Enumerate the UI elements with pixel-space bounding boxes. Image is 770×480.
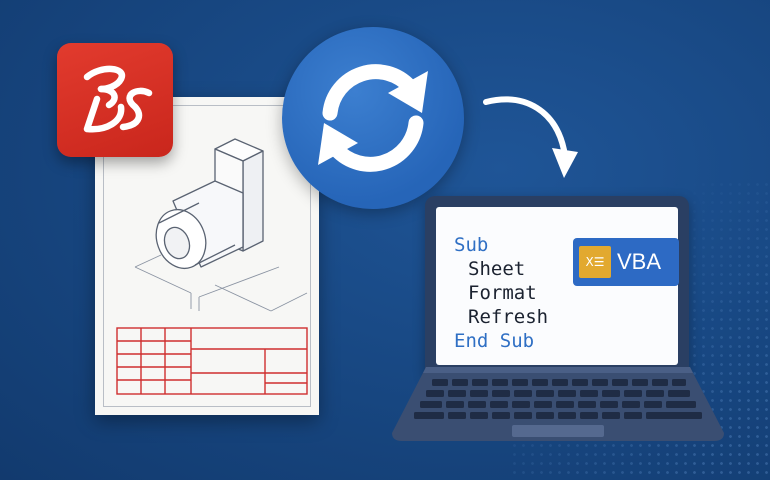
excel-vba-icon: X☰ xyxy=(579,246,611,278)
sync-arrows xyxy=(318,64,428,172)
dassault-systemes-logo xyxy=(57,43,173,157)
drawing-frame xyxy=(103,105,311,407)
code-line-sub: Sub xyxy=(454,234,489,256)
code-line-sheet: Sheet xyxy=(468,258,526,280)
code-editor: Sub Sheet Format Refresh End Sub X☰ VBA xyxy=(436,207,679,365)
curved-arrow-icon xyxy=(483,96,578,178)
laptop-keyboard xyxy=(392,367,724,441)
isometric-part xyxy=(116,138,308,395)
vba-badge: X☰ VBA xyxy=(573,238,679,286)
code-line-refresh: Refresh xyxy=(468,306,549,328)
code-line-format: Format xyxy=(468,282,537,304)
sync-icon xyxy=(282,27,464,209)
trackpad xyxy=(512,425,604,437)
code-line-end-sub: End Sub xyxy=(454,330,535,352)
laptop-screen: Sub Sheet Format Refresh End Sub X☰ VBA xyxy=(425,196,689,376)
ds-logo-mark xyxy=(83,65,153,133)
vba-label: VBA xyxy=(617,249,662,274)
